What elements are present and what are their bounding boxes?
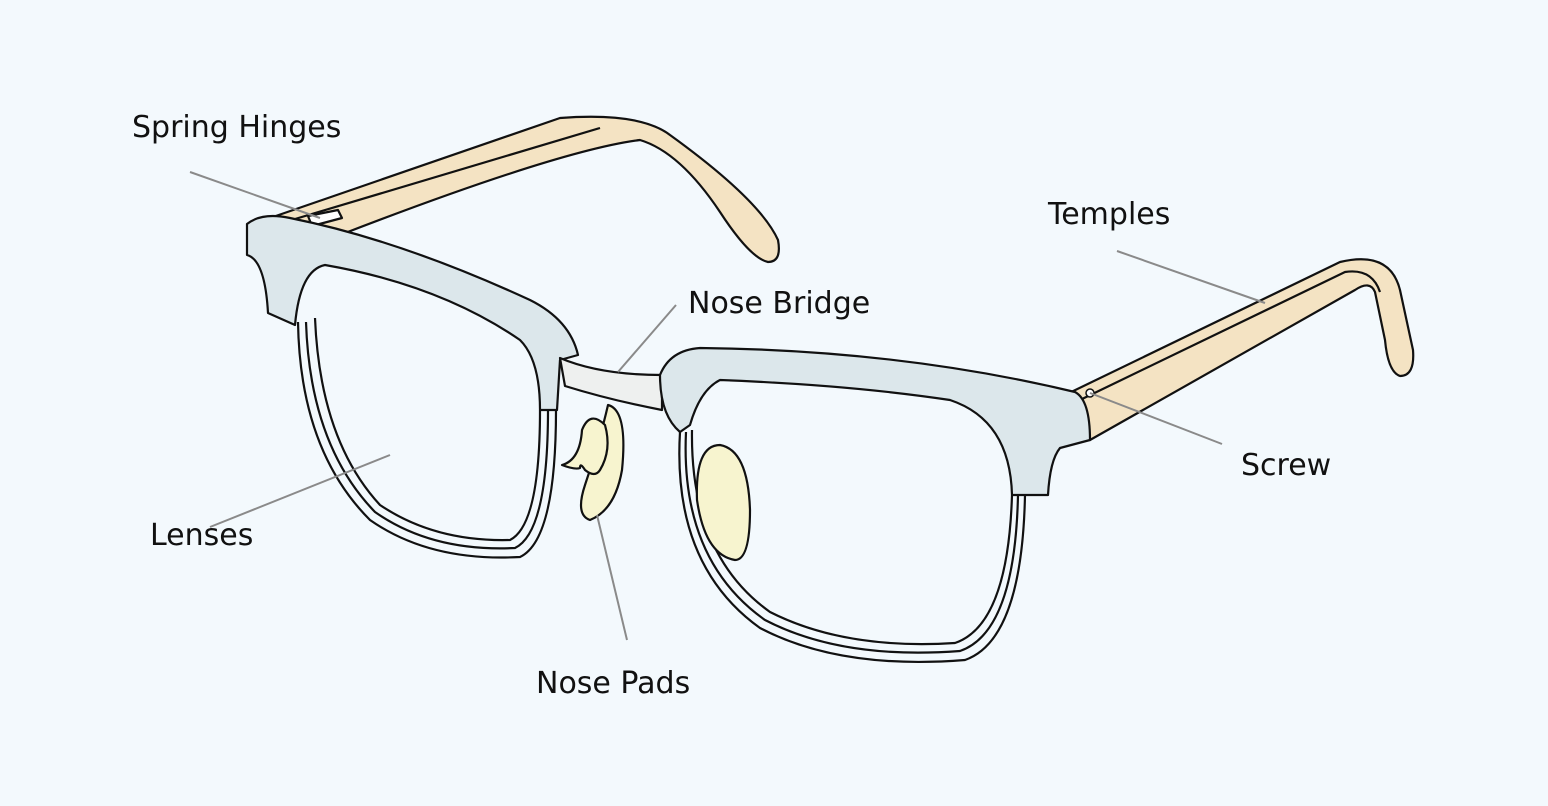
nose-bridge [558,356,664,412]
far-temple [268,115,780,264]
leader-nose-pads [596,514,628,641]
label-nose-bridge: Nose Bridge [688,286,870,321]
label-temples: Temples [1047,197,1170,232]
left-lens [313,317,542,542]
leader-nose-bridge [617,304,677,373]
leader-temples [1116,250,1266,304]
right-lens-rim [678,431,1027,664]
leader-screw [1089,392,1223,445]
nose-pad-arm [560,417,609,476]
left-rim-top [245,214,580,412]
near-temple [1063,258,1415,442]
label-nose-pads: Nose Pads [536,666,690,701]
far-temple-line [284,126,601,224]
label-lenses: Lenses [150,518,253,553]
near-temple-line [1079,270,1382,401]
leader-spring-hinges [189,171,321,219]
leader-lenses [209,454,391,528]
left-lens-rim [296,321,558,559]
label-spring-hinges: Spring Hinges [132,110,341,145]
label-screw: Screw [1241,448,1331,483]
nose-pad-right [695,443,752,562]
